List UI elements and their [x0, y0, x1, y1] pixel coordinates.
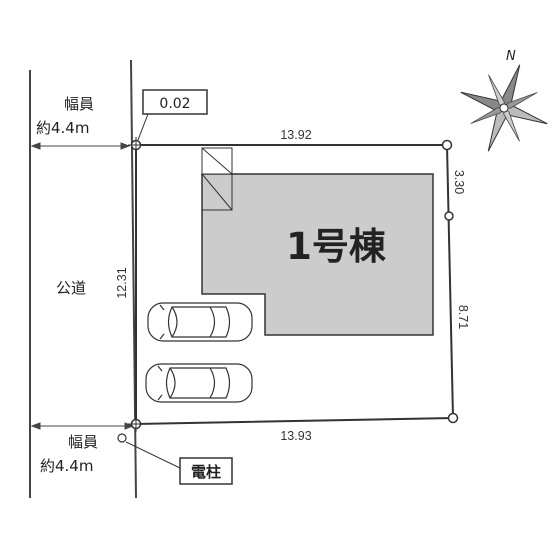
- dimension-bottom: 13.93: [280, 429, 311, 443]
- road-width-value-bottom: 約4.4m: [40, 457, 93, 475]
- road-width-label-bottom: 幅員: [68, 433, 98, 451]
- road-width-value-top: 約4.4m: [36, 119, 89, 137]
- corner-offset-value: 0.02: [159, 96, 190, 112]
- building-label: 1号棟: [286, 225, 387, 268]
- car-lower: [145, 363, 253, 403]
- dimension-right-upper: 3.30: [452, 170, 466, 194]
- road-width-label-top: 幅員: [64, 95, 94, 113]
- dimension-top: 13.92: [280, 128, 311, 142]
- dimension-left: 12.31: [115, 267, 129, 298]
- dimension-right-lower: 8.71: [456, 305, 470, 329]
- crosshair-bottom-left: [128, 416, 144, 432]
- corner-markers: [130, 139, 459, 430]
- road-width-arrow-top: [30, 142, 131, 150]
- utility-pole-label: 電柱: [191, 463, 221, 481]
- road-name-label: 公道: [56, 279, 86, 297]
- crosshair-top-left: [128, 137, 144, 153]
- entrance-box: [201, 147, 233, 211]
- utility-pole-marker: [117, 433, 127, 443]
- car-upper: [147, 302, 253, 342]
- corner-offset-tag: 0.02: [137, 89, 208, 141]
- utility-pole-tag: [179, 457, 233, 485]
- compass-rose-icon: [460, 64, 548, 152]
- compass-north-label: N: [506, 49, 516, 64]
- building-footprint: [201, 173, 434, 336]
- utility-pole-leader: [125, 441, 181, 469]
- road-width-arrow-bottom: [30, 422, 135, 430]
